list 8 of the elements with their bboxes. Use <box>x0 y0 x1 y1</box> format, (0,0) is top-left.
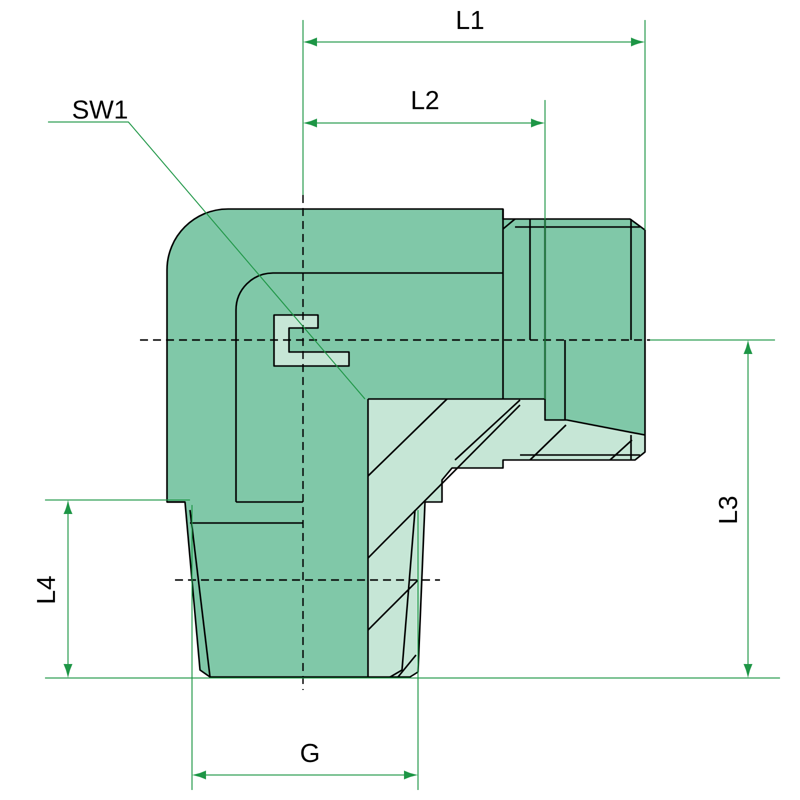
dimension-label: L2 <box>412 90 438 110</box>
dimension-label: G <box>301 744 318 762</box>
dimension-label: L4 <box>37 576 55 602</box>
leader-line <box>48 122 366 400</box>
dimension-label: L1 <box>458 11 484 29</box>
dimension-label: L3 <box>718 496 738 522</box>
fitting-drawing <box>166 208 646 678</box>
callout-label: SW1 <box>73 100 127 119</box>
